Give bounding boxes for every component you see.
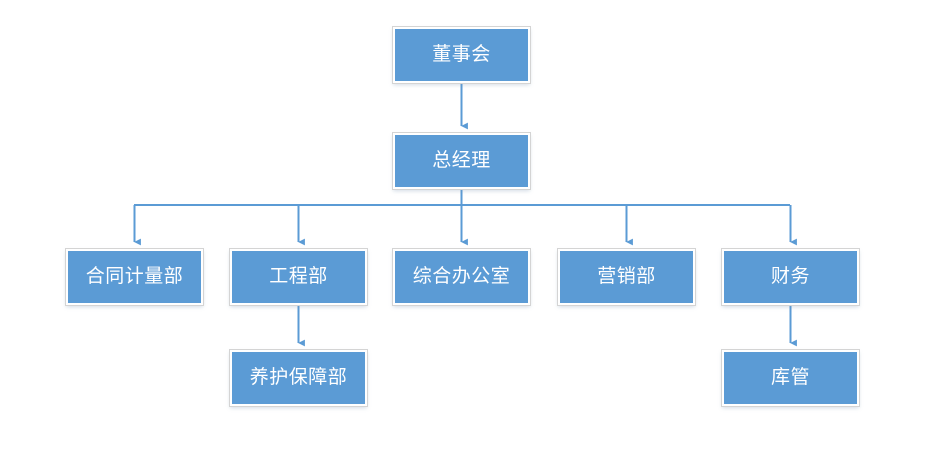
org-node-finance[interactable]: 财务 — [721, 248, 860, 306]
org-node-warehouse[interactable]: 库管 — [721, 349, 860, 407]
org-node-general-office[interactable]: 综合办公室 — [392, 248, 531, 306]
org-node-engineering[interactable]: 工程部 — [229, 248, 368, 306]
org-node-label: 工程部 — [269, 265, 328, 287]
org-node-label: 营销部 — [597, 265, 656, 287]
org-node-label: 合同计量部 — [85, 265, 184, 287]
org-node-marketing[interactable]: 营销部 — [557, 248, 696, 306]
org-node-label: 董事会 — [432, 43, 491, 65]
org-node-general-manager[interactable]: 总经理 — [392, 132, 531, 190]
org-node-label: 养护保障部 — [249, 366, 348, 388]
org-node-board[interactable]: 董事会 — [392, 26, 531, 84]
org-node-label: 财务 — [770, 265, 810, 287]
org-node-label: 总经理 — [432, 149, 491, 171]
org-node-contract-measurement[interactable]: 合同计量部 — [65, 248, 204, 306]
org-node-maintenance-support[interactable]: 养护保障部 — [229, 349, 368, 407]
org-node-label: 库管 — [770, 366, 810, 388]
org-node-label: 综合办公室 — [412, 265, 511, 287]
